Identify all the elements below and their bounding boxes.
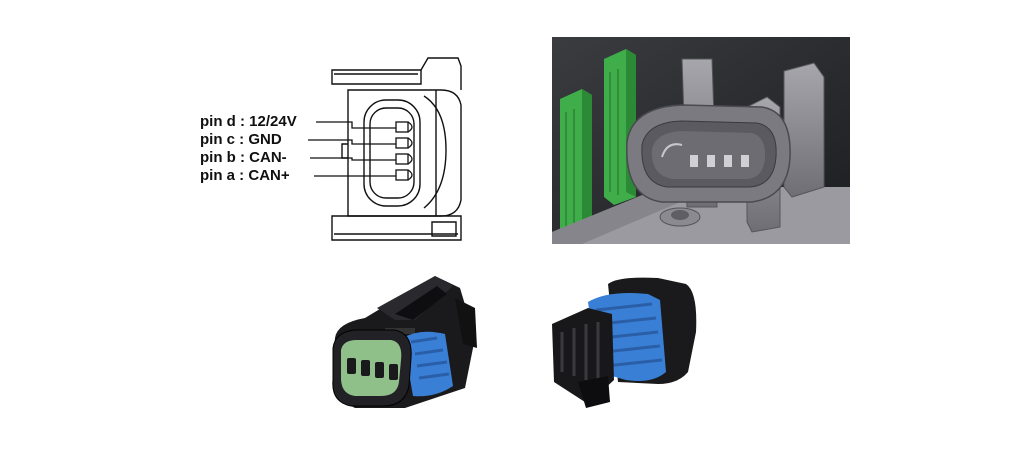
terminal-c — [395, 137, 409, 149]
leader-line-c — [308, 139, 400, 145]
terminal-a — [395, 169, 409, 181]
cad-socket-illustration — [552, 37, 850, 244]
housing-outline — [331, 57, 462, 241]
terminal-cavities — [347, 358, 398, 380]
connector-photo-front — [325, 268, 485, 418]
pin-c-label: pin c : GND — [200, 131, 282, 148]
pin-d-label: pin d : 12/24V — [200, 113, 297, 130]
pin-a-label: pin a : CAN+ — [200, 167, 290, 184]
connector-rear-illustration — [552, 277, 697, 408]
pinout-diagram: pin d : 12/24V pin c : GND pin b : CAN- … — [196, 50, 476, 250]
leader-line-d — [316, 121, 400, 129]
pin-b-label: pin b : CAN- — [200, 149, 287, 166]
connector-photo-rear — [548, 272, 708, 412]
connector-front-illustration — [332, 276, 477, 408]
terminal-d — [395, 121, 409, 133]
connector-outline-drawing: pin d : 12/24V pin c : GND pin b : CAN- … — [200, 57, 462, 241]
cad-render-image — [552, 37, 850, 244]
leader-line-b — [310, 157, 400, 161]
pin-terminals — [395, 121, 413, 181]
leader-lines — [308, 121, 400, 177]
terminal-b — [395, 153, 409, 165]
rear-fins — [560, 322, 600, 382]
socket-housing — [626, 58, 825, 233]
